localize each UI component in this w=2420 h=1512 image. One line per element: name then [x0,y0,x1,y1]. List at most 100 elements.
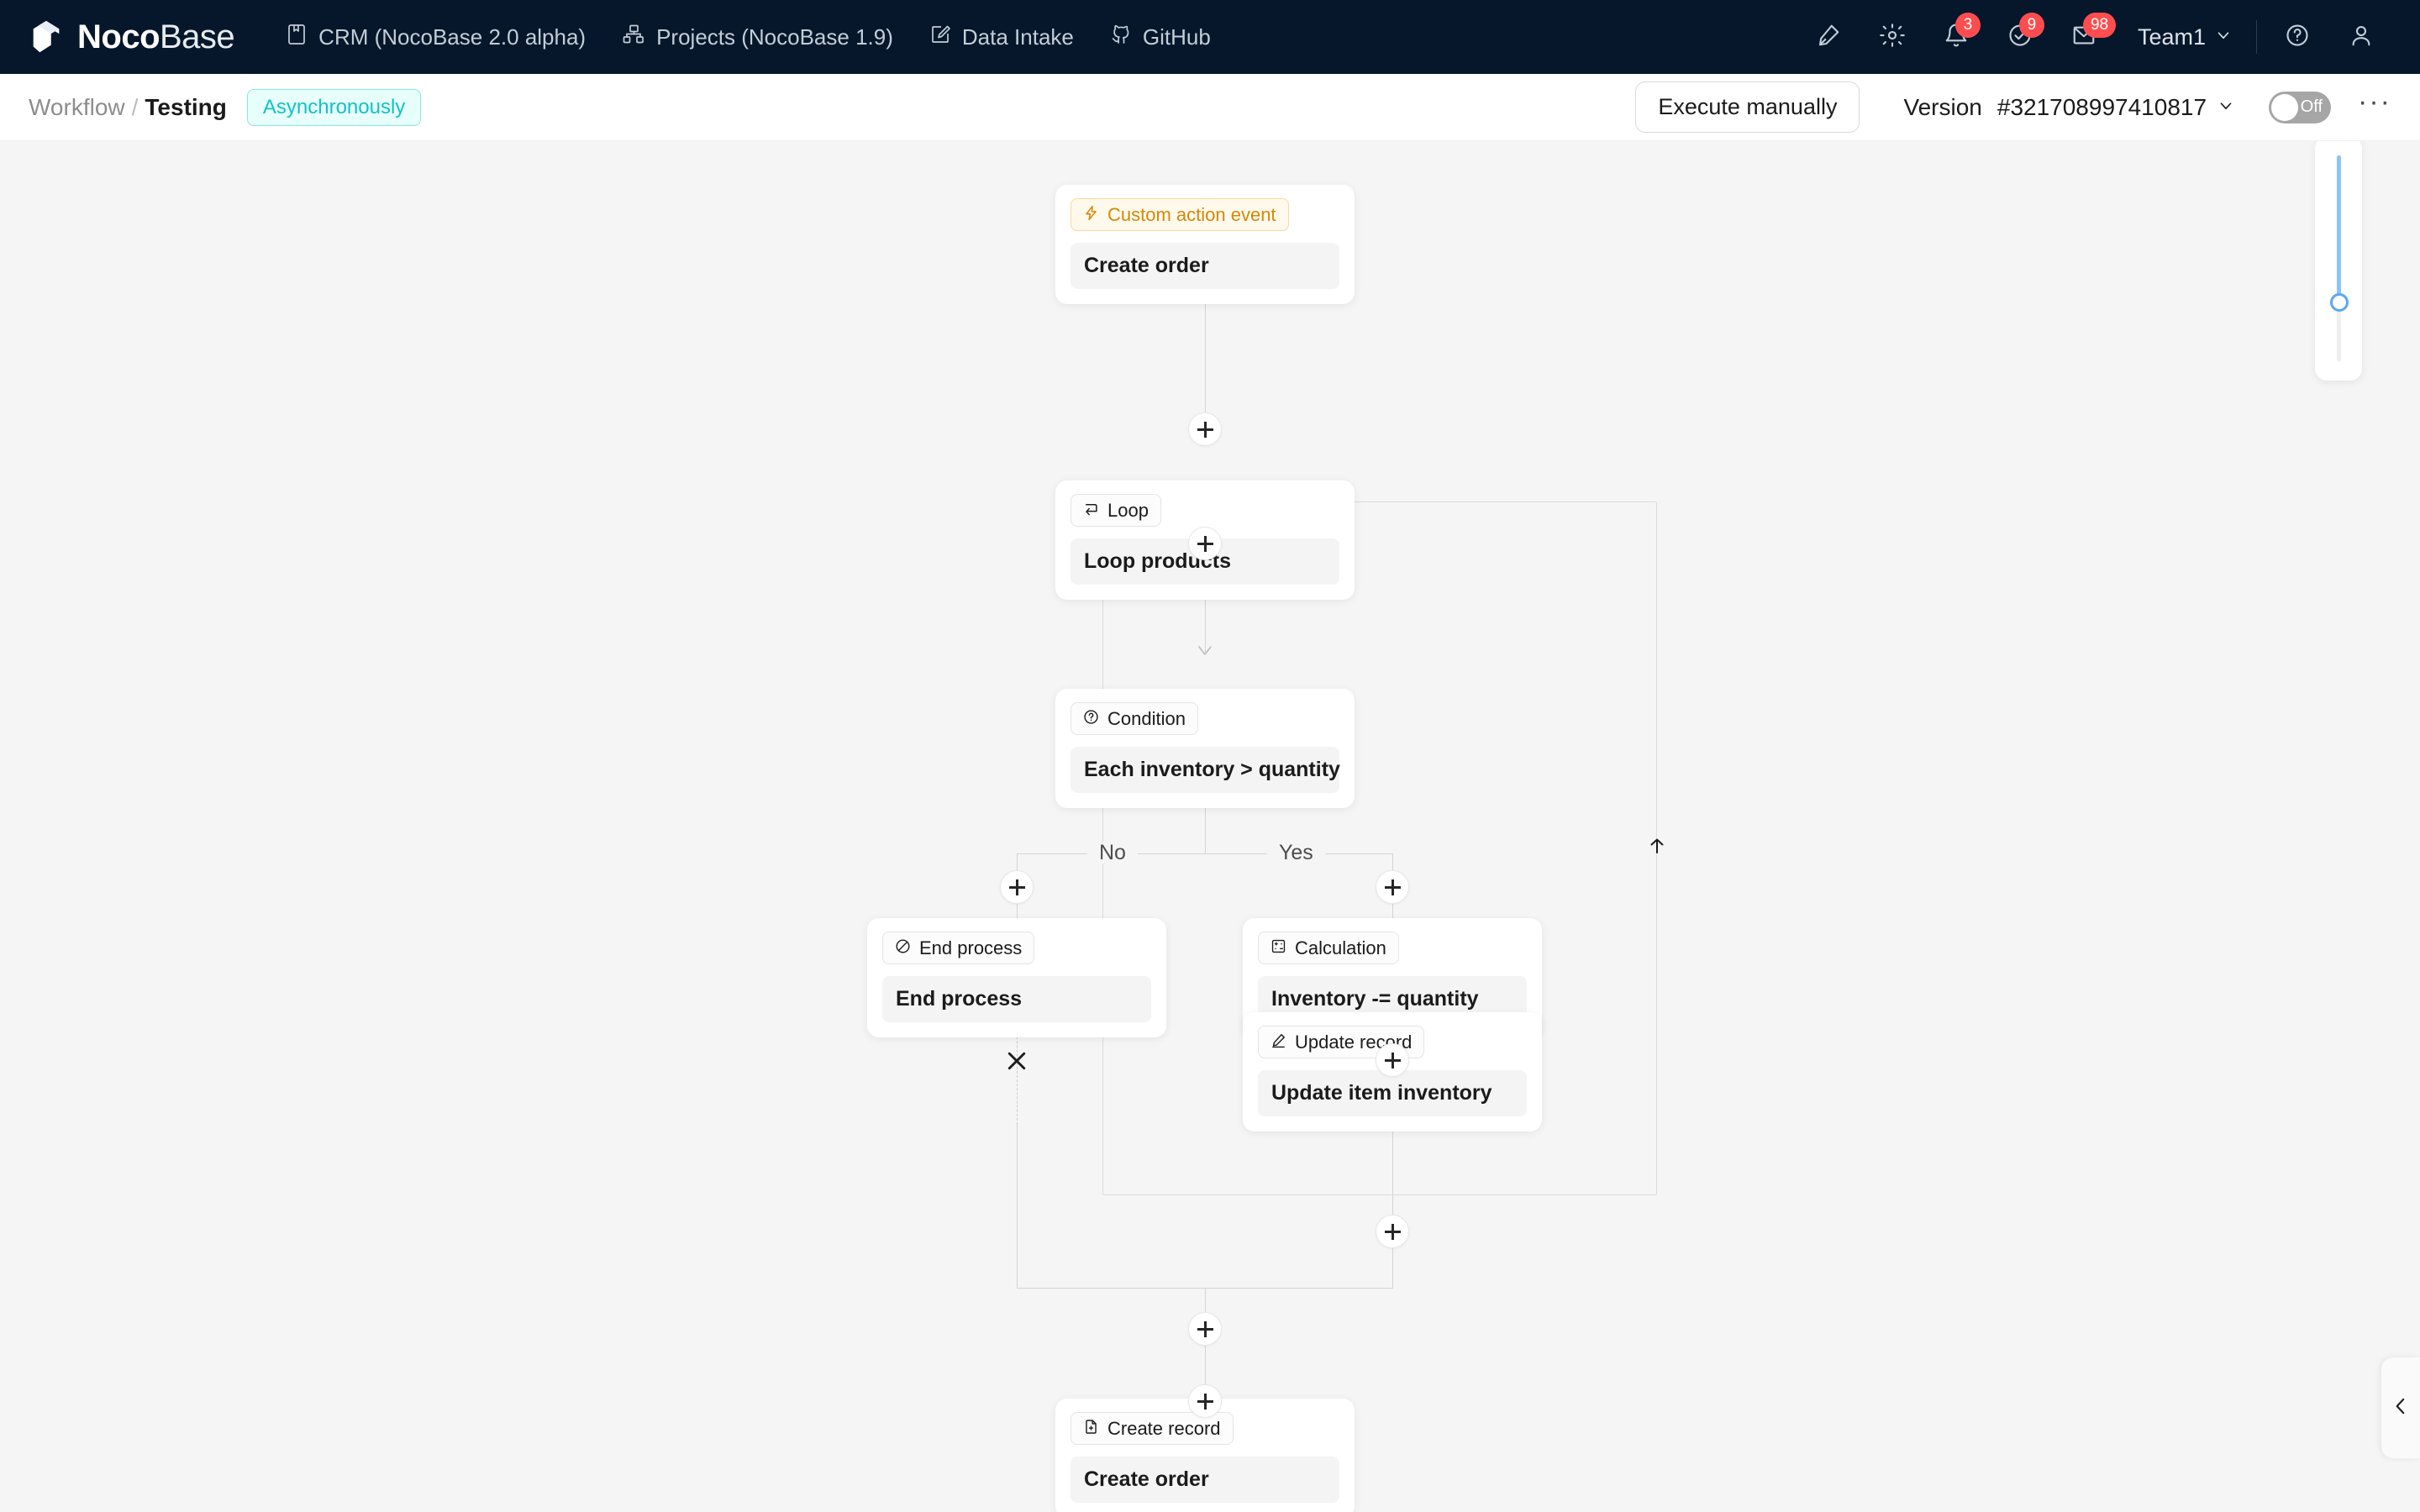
node-type-label: Loop [1107,499,1149,521]
node-title: Each inventory > quantity [1071,747,1340,793]
nocobase-logo-icon [27,18,66,56]
pencil-icon [1270,1032,1286,1052]
breadcrumb-root[interactable]: Workflow [29,93,125,120]
team-selector[interactable]: Team1 [2116,24,2248,50]
execute-manually-button[interactable]: Execute manually [1635,81,1860,133]
tasks-badge: 9 [2018,13,2044,38]
branch-label-yes: Yes [1267,843,1325,864]
version-value-wrap[interactable]: #321708997410817 [1997,94,2235,121]
notifications-button[interactable]: 3 [1930,11,1982,63]
workflow-header-actions: Execute manually Version #32170899741081… [1635,81,2391,133]
collapse-side-panel-button[interactable] [2381,1357,2420,1458]
add-node-button-after-branches[interactable] [1188,1312,1222,1346]
node-type-badge: Calculation [1258,932,1399,964]
nav-item-label: GitHub [1142,24,1211,50]
messages-button[interactable]: 98 [2058,11,2117,63]
nav-divider [2256,20,2257,54]
breadcrumb-separator: / [131,93,139,120]
form-icon [930,24,950,50]
github-icon [1111,24,1131,50]
add-node-button-no-branch[interactable] [1000,870,1034,904]
file-plus-icon [1083,1419,1099,1438]
connector-trigger-loop [1205,302,1206,343]
zoom-slider-handle[interactable] [2330,293,2349,312]
node-title: Create order [1071,1457,1339,1503]
branch-terminated-x-icon[interactable] [1004,1048,1029,1074]
connector-condition-split [1205,806,1206,853]
book-icon [287,24,307,51]
toggle-state-label: Off [2300,97,2323,116]
loop-icon [1083,501,1099,520]
connector-trigger-loop-2 [1205,328,1206,412]
workflow-enable-toggle[interactable]: Off [2269,91,2332,123]
help-button[interactable] [2271,11,2323,63]
add-node-button-yes-branch[interactable] [1376,870,1409,904]
chevron-down-icon [2217,94,2235,121]
nav-item-label: CRM (NocoBase 2.0 alpha) [318,24,587,50]
lightning-icon [1083,205,1099,224]
node-type-badge: End process [882,932,1035,964]
toggle-knob [2271,93,2299,121]
nav-item-crm[interactable]: CRM (NocoBase 2.0 alpha) [268,0,604,74]
add-node-button-after-calculation[interactable] [1376,1043,1409,1077]
node-type-badge: Condition [1071,702,1198,735]
add-node-button-after-loop[interactable] [1188,1384,1222,1418]
connector-no-branch [1017,853,1018,956]
node-title: Create order [1071,243,1339,289]
more-options-button[interactable]: ··· [2358,85,2391,118]
tasks-button[interactable]: 9 [1994,11,2046,63]
highlighter-icon-button[interactable] [1802,11,1854,63]
connector-no-branch-terminated [1017,1024,1018,1125]
team-label: Team1 [2137,24,2206,50]
question-circle-icon [1083,709,1099,728]
connector-loop-condition [1205,560,1206,653]
nav-item-label: Projects (NocoBase 1.9) [656,24,893,50]
highlighter-icon [1816,23,1841,52]
node-title: Update item inventory [1258,1070,1527,1116]
user-avatar-button[interactable] [2335,11,2387,63]
node-type-label: Condition [1107,707,1186,729]
arrow-down-icon [1197,645,1213,661]
chevron-left-icon [2390,1395,2412,1421]
version-value: #321708997410817 [1996,93,2207,120]
messages-badge: 98 [2082,13,2117,38]
brand-name-bold: Noco [77,18,160,55]
connector-update-merge [1392,1118,1393,1288]
node-type-label: Custom action event [1107,203,1276,225]
add-node-button-after-update[interactable] [1376,1215,1409,1248]
branch-label-no: No [1087,843,1138,864]
user-icon [2349,23,2374,52]
node-type-label: Calculation [1295,937,1386,958]
chevron-down-icon [2214,24,2233,50]
nav-item-label: Data Intake [961,24,1074,50]
zoom-slider-panel[interactable] [2315,141,2362,381]
node-type-badge: Custom action event [1071,198,1289,231]
sitemap-icon [623,24,644,50]
connector-yes-branch [1392,853,1393,956]
version-selector[interactable]: Version #321708997410817 [1903,94,2235,121]
gear-icon [1880,23,1905,52]
node-condition[interactable]: Condition Each inventory > quantity [1055,689,1355,808]
add-node-button-loop-entry[interactable] [1188,527,1222,560]
connector-no-branch-merge [1017,1125,1018,1288]
add-node-button-after-trigger[interactable] [1188,412,1222,446]
node-end-process[interactable]: End process End process [867,918,1166,1037]
breadcrumb: Workflow/Testing [29,94,227,121]
loop-back-arrow-up-icon [1649,838,1665,858]
top-nav-actions: 3 9 98 Team1 [1797,11,2393,63]
nav-item-github[interactable]: GitHub [1092,0,1229,74]
node-type-badge: Loop [1071,494,1161,527]
nav-item-projects[interactable]: Projects (NocoBase 1.9) [604,0,912,74]
ban-icon [895,938,911,958]
node-custom-action-event[interactable]: Custom action event Create order [1055,185,1355,304]
workflow-canvas[interactable]: Custom action event Create order Loop Lo… [0,141,2420,1512]
node-update-record[interactable]: Update record Update item inventory [1243,1012,1542,1131]
gear-icon-button[interactable] [1866,11,1918,63]
nav-item-data-intake[interactable]: Data Intake [912,0,1092,74]
node-title: End process [882,976,1151,1022]
breadcrumb-current: Testing [145,93,227,120]
execution-mode-tag: Asynchronously [246,88,422,126]
